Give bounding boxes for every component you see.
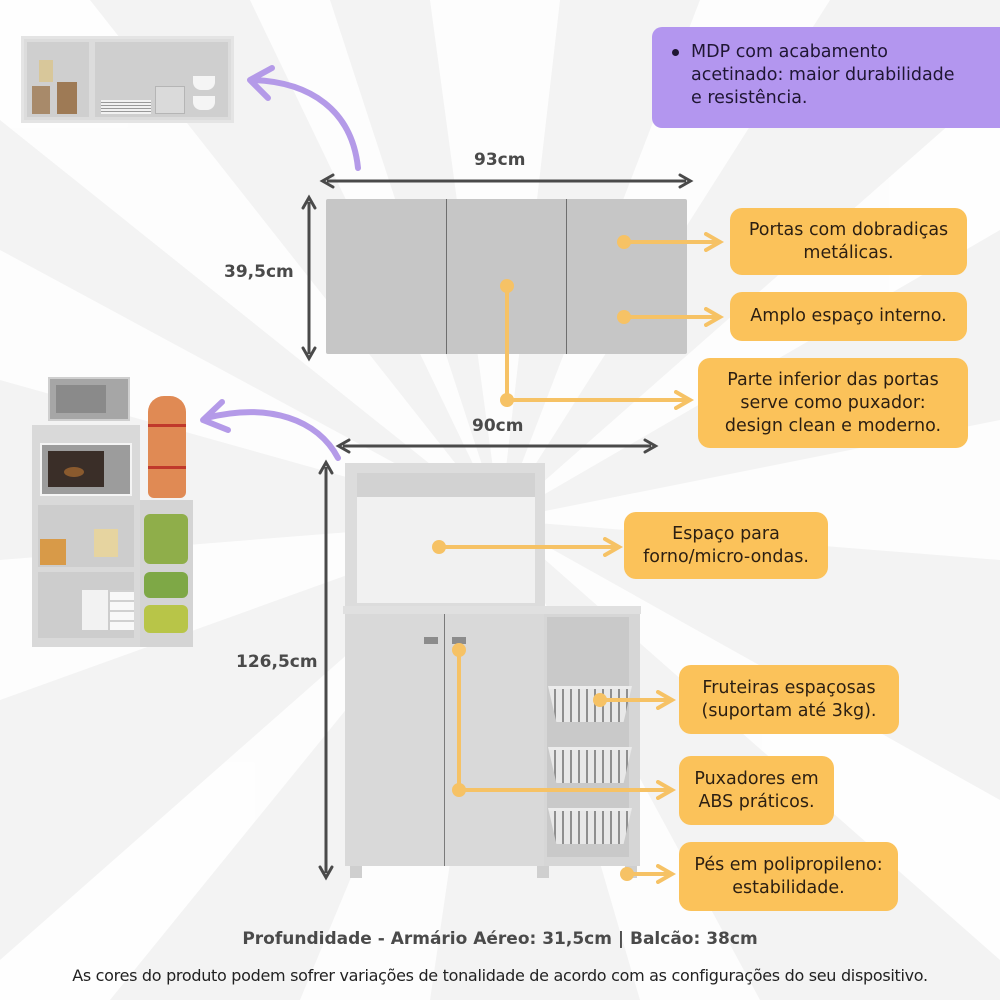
box-icon <box>94 529 118 557</box>
highlight-text: MDP com acabamento acetinado: maior dura… <box>691 42 955 108</box>
callout-handles: Puxadores em ABS práticos. <box>679 756 834 825</box>
callout-feet: Pés em polipropileno: estabilidade. <box>679 842 898 911</box>
bowls-icon <box>110 590 134 630</box>
fruit-basket-icon <box>144 514 188 564</box>
callout-hinges: Portas com dobradiças metálicas. <box>730 208 967 275</box>
pantry-shelf <box>38 572 134 638</box>
callout-text: Parte inferior das portas serve como pux… <box>724 369 942 436</box>
glasses-icon <box>155 86 185 114</box>
lower-cabinet-door <box>445 614 544 866</box>
microwave-icon <box>48 377 130 421</box>
callout-oven-space: Espaço para forno/micro-ondas. <box>624 512 828 579</box>
cabinet-foot <box>625 866 637 878</box>
callout-text: Pés em polipropileno: estabilidade. <box>694 854 883 898</box>
jar-icon <box>57 82 77 114</box>
jar-icon <box>32 86 50 114</box>
fruit-basket <box>548 747 632 783</box>
cabinet-foot <box>537 866 549 878</box>
countertop <box>343 606 641 614</box>
cabinet-foot <box>350 866 362 878</box>
oven-niche <box>357 473 535 603</box>
depth-info: Profundidade - Armário Aéreo: 31,5cm | B… <box>242 929 758 949</box>
door-handle <box>452 637 466 644</box>
lower-cabinet-door <box>345 614 445 866</box>
fruit-basket <box>548 808 632 844</box>
upper-cabinet <box>326 199 687 354</box>
lower-width-label: 90cm <box>472 416 524 436</box>
cup-icon <box>193 76 215 90</box>
highlight-box: MDP com acabamento acetinado: maior dura… <box>652 27 1000 128</box>
callout-fruit-baskets: Fruteiras espaçosas (suportam até 3kg). <box>679 665 899 734</box>
upper-cabinet-door <box>326 199 447 354</box>
fruit-basket <box>548 686 632 722</box>
callout-text: Puxadores em ABS práticos. <box>694 768 819 812</box>
fruit-basket-icon <box>144 605 188 633</box>
callout-text: Portas com dobradiças metálicas. <box>748 219 949 263</box>
door-handle <box>424 637 438 644</box>
upper-height-label: 39,5cm <box>224 262 294 282</box>
bullet-icon <box>672 49 679 56</box>
thumbnail-left-compartment <box>27 42 89 117</box>
water-filter-icon <box>148 396 186 498</box>
upper-cabinet-door <box>447 199 567 354</box>
callout-handle-edge: Parte inferior das portas serve como pux… <box>698 358 968 448</box>
container-icon <box>82 590 108 630</box>
callout-text: Espaço para forno/micro-ondas. <box>643 523 809 567</box>
pantry-shelf <box>38 505 134 567</box>
cup-icon <box>193 96 215 110</box>
upper-cabinet-thumbnail <box>21 36 234 123</box>
lower-height-label: 126,5cm <box>236 652 318 672</box>
thumbnail-right-compartment <box>95 42 228 117</box>
jar-icon <box>40 539 66 565</box>
callout-text: Fruteiras espaçosas (suportam até 3kg). <box>701 677 877 721</box>
upper-width-label: 93cm <box>474 150 526 170</box>
color-disclaimer: As cores do produto podem sofrer variaçõ… <box>72 966 928 985</box>
jar-icon <box>39 60 53 82</box>
callout-internal-space: Amplo espaço interno. <box>730 292 967 341</box>
plates-icon <box>101 100 151 114</box>
fruit-basket-icon <box>144 572 188 598</box>
callout-text: Amplo espaço interno. <box>750 306 947 326</box>
oven-icon <box>40 443 132 496</box>
upper-cabinet-door <box>567 199 687 354</box>
